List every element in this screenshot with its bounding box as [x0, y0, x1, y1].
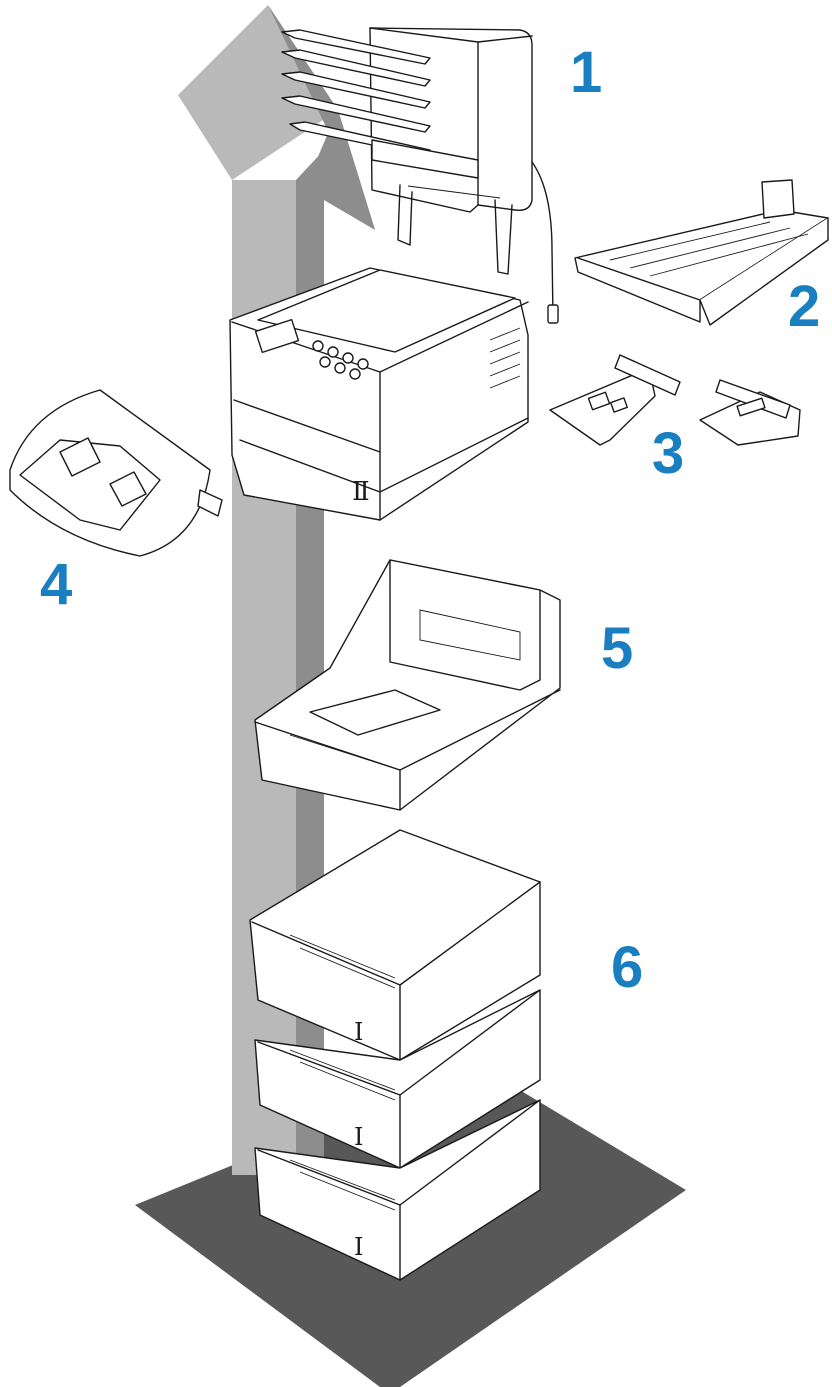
feeder-2-mark: Ⅰ: [354, 1123, 363, 1151]
printer: Ⅱ: [229, 267, 529, 521]
callout-5: 5: [601, 616, 634, 681]
callout-4: 4: [40, 552, 73, 617]
printer-cassette-mark: Ⅱ: [352, 477, 370, 507]
paper-feeder-middle: Ⅰ: [254, 989, 541, 1169]
printer-panel-keys: [312, 340, 369, 380]
callout-6: 6: [611, 935, 644, 1000]
paper-feeder-top: Ⅰ: [249, 829, 541, 1061]
paper-feeder-bottom: Ⅰ: [254, 1099, 541, 1281]
callout-1: 1: [570, 40, 603, 105]
feeder-1-mark: Ⅰ: [354, 1018, 363, 1046]
mailbox-trays: [281, 29, 479, 179]
interface-cards: [549, 354, 801, 446]
callout-3: 3: [652, 421, 685, 486]
mailbox-sorter: [281, 27, 559, 324]
face-up-tray: [574, 179, 829, 326]
feeder-3-mark: Ⅰ: [354, 1233, 363, 1261]
callout-2: 2: [788, 274, 821, 339]
duplex-unit: [254, 559, 561, 811]
envelope-feeder: [9, 389, 223, 557]
